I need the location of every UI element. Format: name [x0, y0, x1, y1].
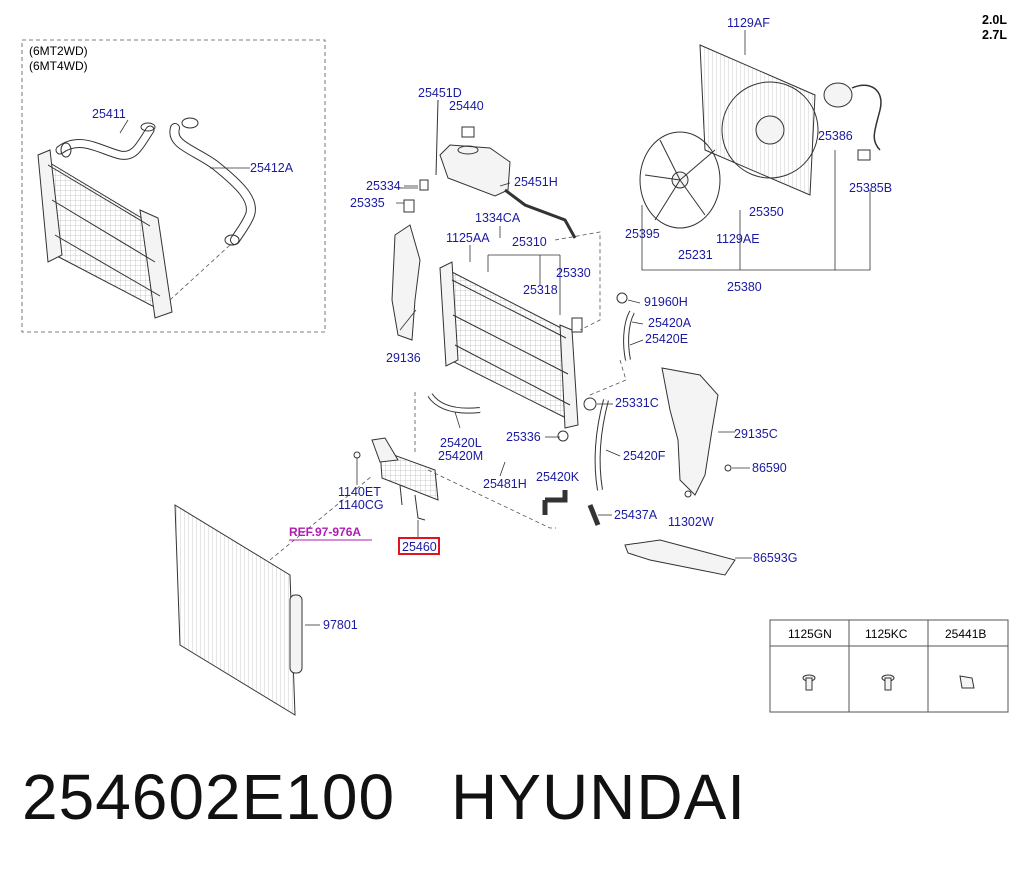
engine-label-2: 2.7L	[982, 28, 1007, 42]
callout-25420A: 25420A	[648, 316, 692, 330]
callout-25451H: 25451H	[514, 175, 558, 189]
oil-cooler	[371, 437, 439, 521]
callout-25460: 25460	[402, 540, 437, 554]
condenser	[174, 504, 303, 716]
highlighted-part-25460[interactable]: 25460	[398, 537, 440, 555]
ref-label[interactable]: REF.97-976A	[289, 525, 361, 539]
footer: 254602E100 HYUNDAI	[22, 760, 1022, 840]
callout-1125AA: 1125AA	[446, 231, 490, 245]
callout-25420L: 25420L	[440, 436, 482, 450]
callout-1129AE: 1129AE	[716, 232, 760, 246]
callout-86590: 86590	[752, 461, 787, 475]
callout-29136: 29136	[386, 351, 421, 365]
fastener-table: 1125GN 1125KC 25441B	[769, 619, 1009, 713]
callout-1129AF: 1129AF	[727, 16, 770, 30]
callout-25310: 25310	[512, 235, 547, 249]
callout-25481H: 25481H	[483, 477, 527, 491]
callout-25331C: 25331C	[615, 396, 659, 410]
brand-name: HYUNDAI	[451, 761, 747, 833]
callout-97801: 97801	[323, 618, 358, 632]
radiator	[439, 261, 583, 429]
callout-29135C: 29135C	[734, 427, 778, 441]
callout-25395: 25395	[625, 227, 660, 241]
callout-91960H: 91960H	[644, 295, 688, 309]
callout-11302W: 11302W	[668, 515, 714, 529]
callout-25420M: 25420M	[438, 449, 483, 463]
callout-25336: 25336	[506, 430, 541, 444]
table-header-2: 1125KC	[865, 627, 908, 641]
bolt-icon	[802, 674, 816, 691]
variant-line-2: (6MT4WD)	[29, 59, 88, 73]
clip-icon	[959, 675, 975, 689]
callout-25334: 25334	[366, 179, 401, 193]
variant-line-1: (6MT2WD)	[29, 44, 88, 58]
callout-1334CA: 1334CA	[475, 211, 521, 225]
callout-25318: 25318	[523, 283, 558, 297]
callout-25420E: 25420E	[645, 332, 688, 346]
fan-assembly	[639, 44, 882, 229]
callout-25440: 25440	[449, 99, 484, 113]
bolt-icon	[881, 674, 895, 691]
callout-25386: 25386	[818, 129, 853, 143]
callout-25420K: 25420K	[536, 470, 580, 484]
callout-25380: 25380	[727, 280, 762, 294]
callout-25412A: 25412A	[250, 161, 294, 175]
callout-25330: 25330	[556, 266, 591, 280]
table-header-1: 1125GN	[788, 627, 832, 641]
coolant-reservoir	[435, 99, 577, 239]
ref-link[interactable]: REF.97-976A	[289, 525, 372, 541]
part-number: 254602E100	[22, 761, 396, 833]
inset-radiator	[37, 149, 173, 319]
table-header-3: 25441B	[945, 627, 986, 641]
callout-1140ET: 1140ET	[338, 485, 381, 499]
callout-25335: 25335	[350, 196, 385, 210]
callout-25411: 25411	[92, 107, 126, 121]
variant-inset: (6MT2WD) (6MT4WD) 25411 25412A	[21, 39, 326, 333]
callout-25231: 25231	[678, 248, 713, 262]
engine-label-1: 2.0L	[982, 13, 1007, 27]
callout-86593G: 86593G	[753, 551, 797, 565]
callout-25350: 25350	[749, 205, 784, 219]
callout-25451D: 25451D	[418, 86, 462, 100]
callout-25420F: 25420F	[623, 449, 666, 463]
callout-25385B: 25385B	[849, 181, 892, 195]
callout-1140CG: 1140CG	[338, 498, 384, 512]
callout-25437A: 25437A	[614, 508, 658, 522]
